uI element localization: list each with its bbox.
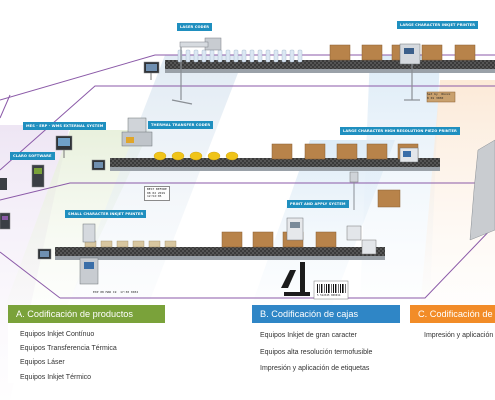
panel-c-list: Impresión y aplicación: [410, 323, 495, 344]
panel-a-title: A. Codificación de productos: [8, 305, 165, 323]
print-and-apply-machine: [281, 217, 310, 296]
panel-a-list: Equipos Inkjet Contínuo Equipos Transfer…: [8, 323, 165, 385]
frame-line: [0, 94, 11, 119]
tag-claro-software: CLARO SOFTWARE: [10, 152, 55, 160]
frame-line: [0, 85, 495, 171]
box-code: Set by Nxxxx 8 01 3030: [427, 92, 451, 100]
panel-a-item: Equipos Láser: [20, 359, 65, 367]
panel-box-coding: B. Codificación de cajas Equipos Inkjet …: [252, 305, 400, 383]
tag-small-character: SMALL CHARACTER INKJET PRINTER: [65, 210, 147, 218]
light-beam: [420, 80, 495, 310]
cheese-date-code: BEST BEFORE 08 02 2019 12:52:05: [144, 186, 170, 201]
tag-laser-coder: LASER CODER: [177, 23, 213, 31]
bottle-expiry-code: EXP 08 MAR 19 17:30 0032: [93, 290, 139, 294]
barcode-label: [313, 280, 349, 300]
monitor-icon: [143, 61, 160, 80]
panel-c-title: C. Codificación de: [410, 305, 495, 323]
panel-c-item: Impresión y aplicación: [424, 332, 494, 339]
left-side-device: [0, 178, 11, 230]
cardboard-box: [329, 44, 476, 61]
tag-large-character-inkjet: LARGE CHARACTER INKJET PRINTER: [397, 21, 479, 29]
tag-print-apply: PRINT AND APPLY SYSTEM: [287, 200, 349, 208]
conveyor-rail: [110, 167, 440, 171]
claro-software-device: [31, 164, 45, 188]
piezo-printer-machine: [349, 147, 419, 210]
panel-a-item: Equipos Transferencia Térmica: [20, 345, 117, 353]
bottle-row: [177, 49, 303, 63]
panel-a-item: Equipos Inkjet Contínuo: [20, 331, 95, 338]
panel-pallet-coding: C. Codificación de Impresión y aplicació…: [410, 305, 495, 383]
tag-large-character-hr: LARGE CHARACTER HIGH RESOLUTION PIEZO PR…: [340, 127, 460, 135]
laser-coder-machine: [171, 37, 222, 105]
monitor-icon: [37, 248, 52, 260]
frame-line: [60, 224, 495, 299]
right-edge-machine: [469, 139, 495, 241]
tag-thermal-transfer: THERMAL TRANSFER CODER: [148, 121, 214, 129]
light-beam: [0, 130, 150, 320]
top-conveyor: [165, 44, 495, 73]
panel-b-list: Equipos Inkjet de gran caracter Equipos …: [252, 323, 400, 378]
light-beam: [360, 55, 440, 300]
panel-b-item: Equipos Inkjet de gran caracter: [260, 332, 357, 339]
conveyor-belt: [55, 247, 385, 256]
conveyor-belt: [165, 60, 495, 69]
product-tray: [84, 240, 177, 248]
monitor-icon: [91, 159, 106, 171]
tag-mes-erp-wms: MES - ERP - WMS EXTERNAL SYSTEM: [23, 122, 107, 130]
panel-b-item: Impresión y aplicación de etiquetas: [260, 365, 370, 372]
thermal-transfer-machine: [121, 117, 153, 147]
panel-a-item: Equipos Inkjet Térmico: [20, 373, 92, 381]
conveyor-belt: [110, 158, 440, 167]
frame-line: [0, 251, 61, 299]
panel-product-coding: A. Codificación de productos Equipos Ink…: [8, 305, 165, 383]
small-character-inkjet-machine: [79, 223, 99, 285]
light-beam: [70, 55, 245, 300]
conveyor-rail: [55, 256, 385, 260]
conveyor-rail: [165, 69, 495, 73]
barcode-digits: 5 512345 000014: [317, 294, 341, 297]
cheese-pack: [153, 151, 239, 161]
panel-b-title: B. Codificación de cajas: [252, 305, 400, 323]
frame-line: [0, 182, 495, 201]
large-character-inkjet-machine: [399, 43, 456, 103]
mes-erp-wms-device: [55, 135, 73, 158]
panel-b-item: Equipos alta resolución termofusible: [260, 348, 373, 356]
